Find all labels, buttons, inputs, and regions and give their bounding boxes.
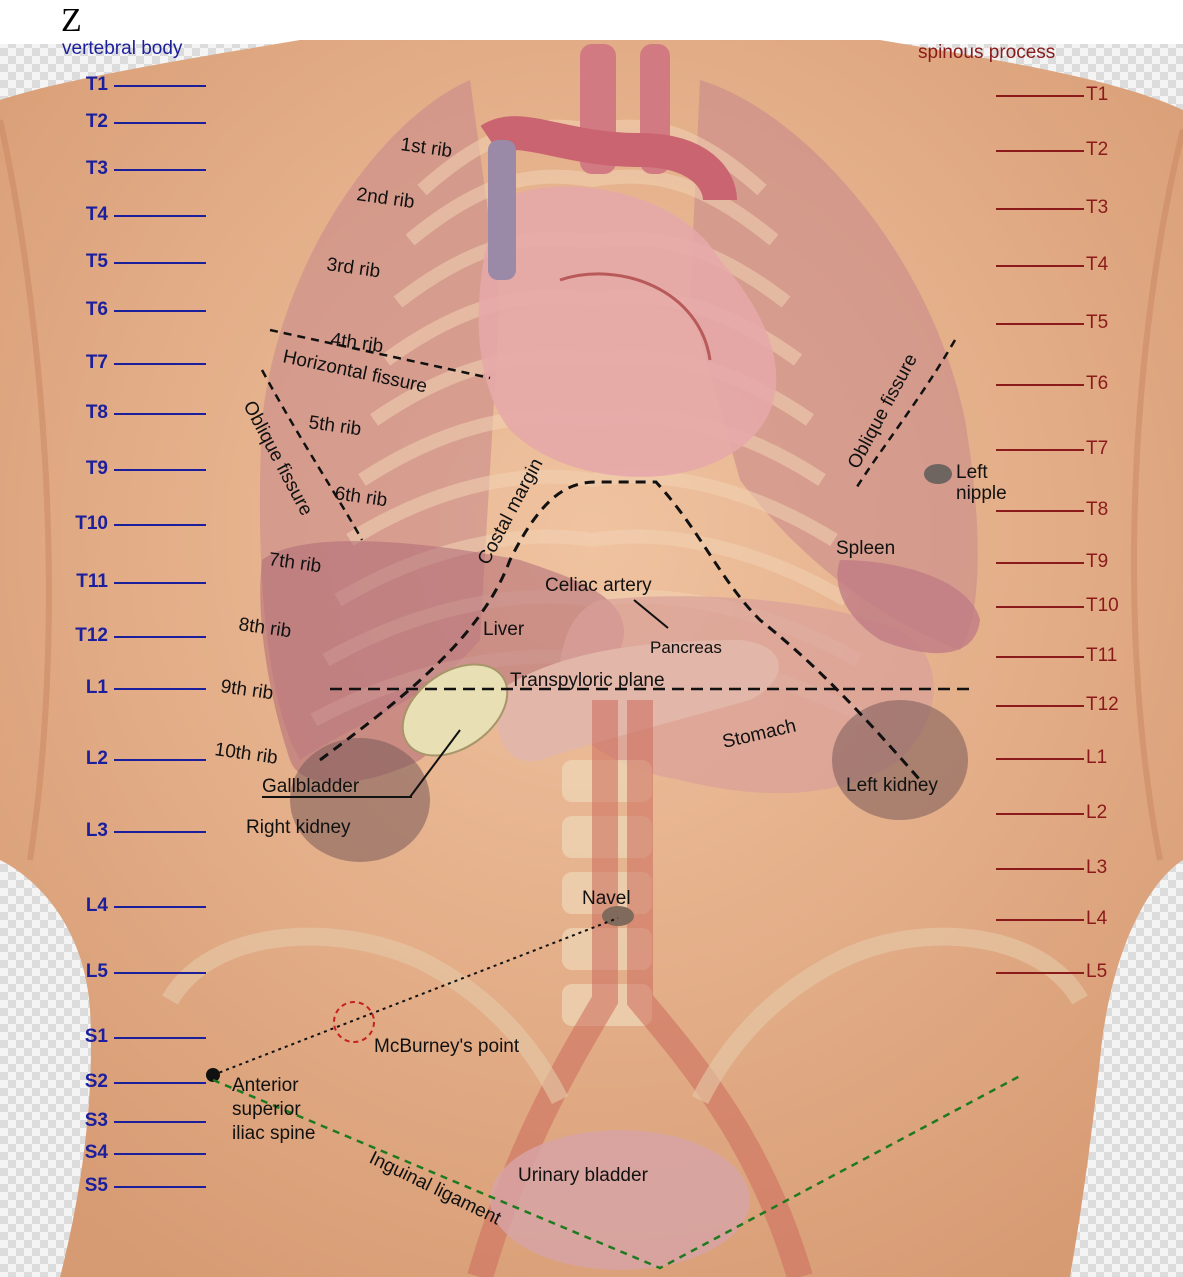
spinous-level-t9: T9	[1086, 551, 1108, 573]
vertebral-body-header: vertebral body	[62, 38, 182, 60]
right-kidney-label: Right kidney	[246, 817, 351, 839]
pancreas-label: Pancreas	[650, 638, 722, 658]
spinous-level-t3: T3	[1086, 197, 1108, 219]
mcburneys-point-label: McBurney's point	[374, 1036, 519, 1058]
left-nipple-label: Left nipple	[956, 462, 1007, 504]
vertebral-level-t8: T8	[62, 402, 108, 424]
spinous-level-l1: L1	[1086, 747, 1107, 769]
vertebral-level-t2: T2	[62, 111, 108, 133]
corner-label: Z	[61, 2, 82, 40]
vertebral-level-l2: L2	[62, 748, 108, 770]
vertebral-level-t5: T5	[62, 251, 108, 273]
vertebral-level-t4: T4	[62, 204, 108, 226]
vertebral-level-t6: T6	[62, 299, 108, 321]
left-kidney	[832, 700, 968, 820]
vertebral-level-t7: T7	[62, 352, 108, 374]
liver-label: Liver	[483, 619, 524, 641]
vertebral-level-t1: T1	[62, 74, 108, 96]
vertebral-level-l3: L3	[62, 820, 108, 842]
spinous-level-t1: T1	[1086, 84, 1108, 106]
gallbladder-label: Gallbladder	[262, 776, 359, 798]
left-nipple-dot	[924, 464, 952, 484]
spinous-level-t4: T4	[1086, 254, 1108, 276]
navel-label: Navel	[582, 888, 631, 910]
vertebral-level-t11: T11	[62, 571, 108, 593]
vertebral-level-s4: S4	[62, 1142, 108, 1164]
vertebral-level-s2: S2	[62, 1071, 108, 1093]
asis-label: Anterior superior iliac spine	[232, 1074, 315, 1146]
vertebral-level-l4: L4	[62, 895, 108, 917]
spinous-level-l3: L3	[1086, 857, 1107, 879]
spinous-level-t2: T2	[1086, 139, 1108, 161]
spinous-level-l2: L2	[1086, 802, 1107, 824]
spinous-process-header: spinous process	[918, 42, 1055, 64]
celiac-artery-label: Celiac artery	[545, 575, 652, 597]
vertebral-level-s5: S5	[62, 1175, 108, 1197]
vertebral-level-l1: L1	[62, 677, 108, 699]
vertebral-level-s3: S3	[62, 1110, 108, 1132]
vertebral-level-t3: T3	[62, 158, 108, 180]
spinous-level-t8: T8	[1086, 499, 1108, 521]
vertebral-level-t12: T12	[62, 625, 108, 647]
transpyloric-plane-label: Transpyloric plane	[510, 670, 665, 692]
spinous-level-t10: T10	[1086, 595, 1119, 617]
asis-dot	[206, 1068, 220, 1082]
urinary-bladder	[490, 1130, 750, 1270]
spinous-level-t7: T7	[1086, 438, 1108, 460]
vertebral-level-t9: T9	[62, 458, 108, 480]
spinous-level-t6: T6	[1086, 373, 1108, 395]
superior-vena-cava	[488, 140, 516, 280]
spinous-level-l4: L4	[1086, 908, 1107, 930]
vertebral-level-s1: S1	[62, 1026, 108, 1048]
urinary-bladder-label: Urinary bladder	[518, 1165, 648, 1187]
spinous-level-t5: T5	[1086, 312, 1108, 334]
right-kidney	[290, 738, 430, 862]
spinous-level-t11: T11	[1086, 645, 1117, 667]
spleen-label: Spleen	[836, 538, 895, 560]
left-kidney-label: Left kidney	[846, 775, 938, 797]
spinous-level-l5: L5	[1086, 961, 1107, 983]
vertebral-level-l5: L5	[62, 961, 108, 983]
spinous-level-t12: T12	[1086, 694, 1119, 716]
vertebral-level-t10: T10	[62, 513, 108, 535]
